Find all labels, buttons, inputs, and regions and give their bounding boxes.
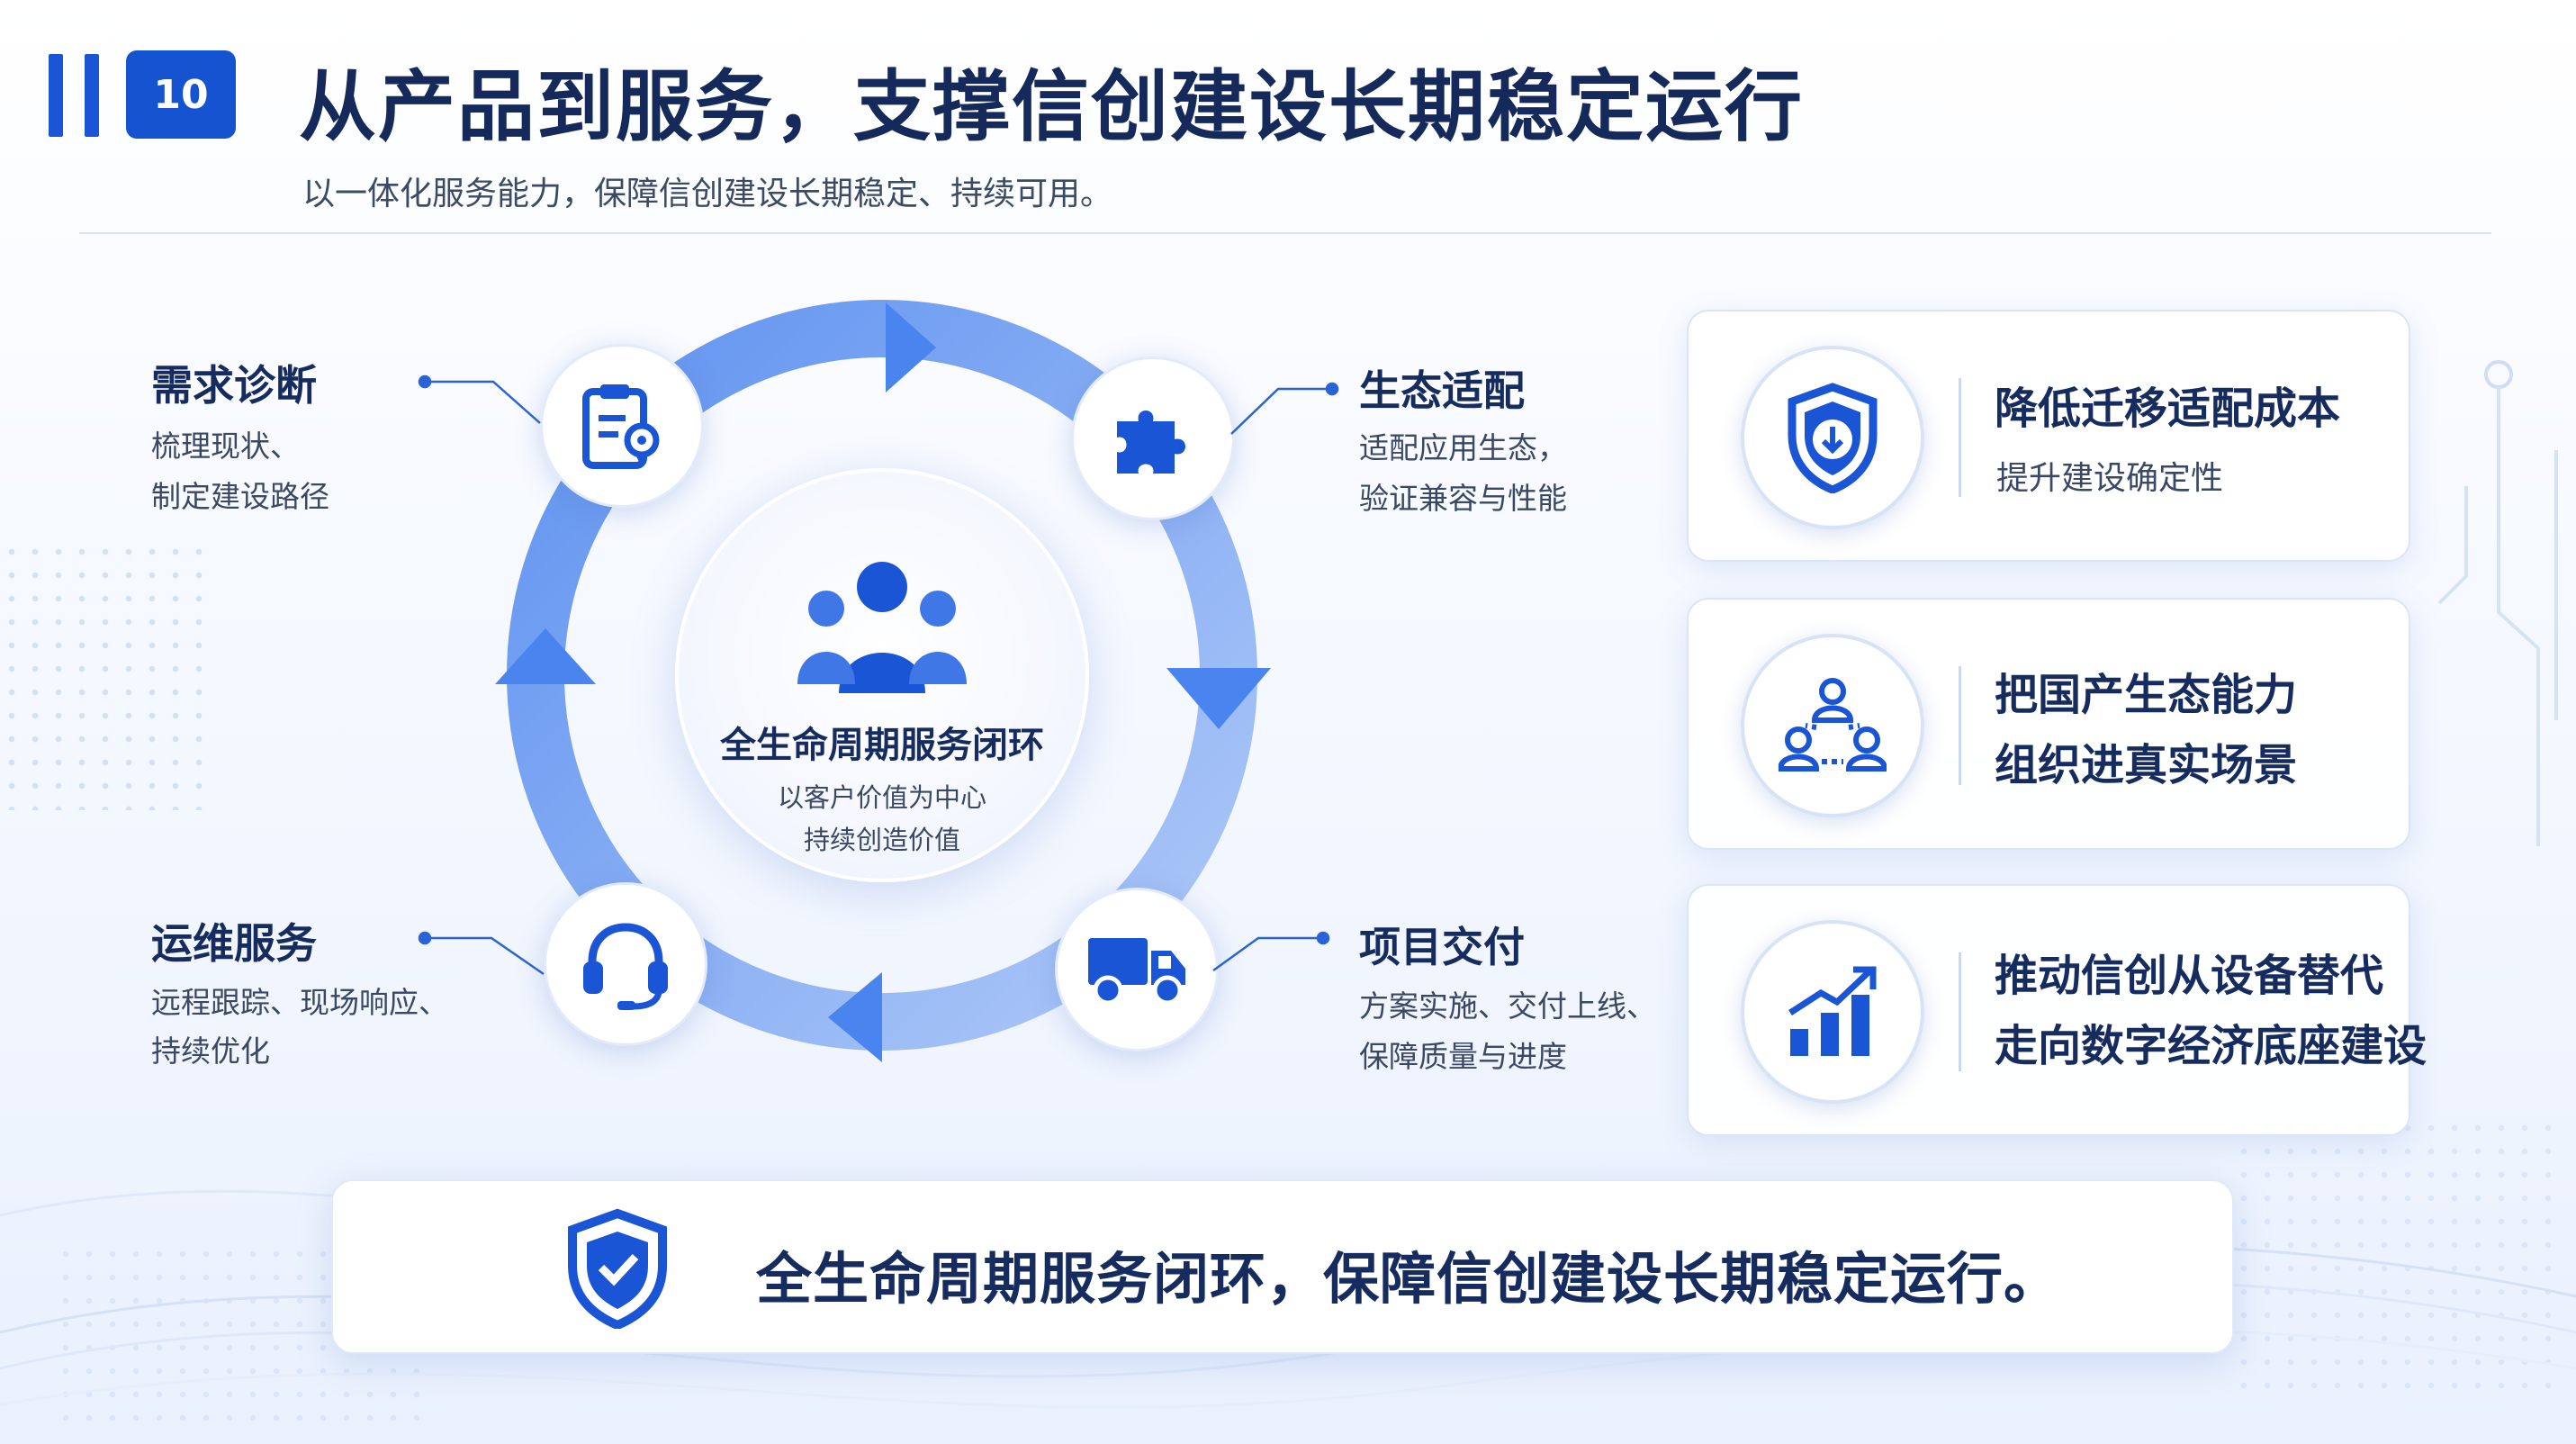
cycle-center-line-1: 以客户价值为中心 — [777, 782, 986, 813]
stage-node-requirements[interactable] — [540, 344, 704, 508]
cycle-arrow-top — [886, 302, 936, 393]
growth-chart-icon — [1788, 966, 1877, 1056]
stage-node-operations[interactable] — [544, 882, 707, 1046]
stage-desc-delivery-2: 保障质量与进度 — [1359, 1039, 1567, 1074]
truck-icon — [1088, 938, 1185, 1006]
stage-title-delivery: 项目交付 — [1359, 923, 1525, 971]
page-title: 从产品到服务，支撑信创建设长期稳定运行 — [299, 62, 1804, 152]
stage-desc-operations-1: 远程跟踪、现场响应、 — [151, 985, 448, 1020]
shield-check-icon — [568, 1208, 667, 1329]
summary-banner: 全生命周期服务闭环，保障信创建设长期稳定运行。 — [331, 1179, 2234, 1354]
cycle-ring — [495, 300, 1271, 1062]
stage-desc-requirements-1: 梳理现状、 — [151, 429, 300, 464]
stage-desc-requirements-2: 制定建设路径 — [151, 479, 329, 514]
benefit-icon-wrap — [1741, 920, 1924, 1104]
benefit-card-digital-economy: 推动信创从设备替代 走向数字经济底座建设 — [1687, 884, 2427, 1136]
header-accent-bar — [49, 54, 63, 137]
decor-dot-grid-left — [0, 540, 216, 810]
stage-connectors — [418, 375, 1339, 976]
stage-desc-ecosystem-1: 适配应用生态， — [1359, 430, 1567, 465]
page-subtitle: 以一体化服务能力，保障信创建设长期稳定、持续可用。 — [302, 176, 1113, 212]
clipboard-icon — [582, 384, 660, 469]
network-people-icon — [1779, 678, 1887, 772]
stage-title-requirements: 需求诊断 — [151, 361, 317, 410]
header-accent-bar — [85, 54, 99, 137]
cycle-center-line-2: 持续创造价值 — [803, 825, 960, 855]
benefit-title-cost: 降低迁移适配成本 — [1995, 384, 2341, 434]
benefit-card-cost: 降低迁移适配成本 提升建设确定性 — [1687, 310, 2410, 562]
decor-circuit-lines — [2437, 360, 2558, 846]
people-group-icon — [797, 562, 967, 693]
benefit-title-ecosystem-2: 组织进真实场景 — [1995, 740, 2298, 790]
puzzle-icon — [1117, 411, 1185, 474]
stage-title-ecosystem: 生态适配 — [1359, 366, 1525, 415]
cycle-arrow-bottom — [828, 972, 882, 1062]
stage-desc-delivery-1: 方案实施、交付上线、 — [1359, 988, 1656, 1024]
benefit-title-ecosystem-1: 把国产生态能力 — [1995, 670, 2298, 720]
benefit-title-digital-1: 推动信创从设备替代 — [1995, 951, 2384, 1001]
page-number: 10 — [153, 71, 209, 118]
summary-banner-text: 全生命周期服务闭环，保障信创建设长期稳定运行。 — [756, 1246, 2061, 1312]
stage-title-operations: 运维服务 — [151, 919, 317, 968]
stage-desc-operations-2: 持续优化 — [151, 1033, 270, 1069]
benefit-icon-wrap — [1741, 346, 1924, 529]
cycle-arrow-right — [1166, 668, 1271, 729]
benefit-desc-cost: 提升建设确定性 — [1996, 460, 2224, 497]
benefit-card-ecosystem: 把国产生态能力 组织进真实场景 — [1687, 598, 2410, 850]
cycle-arrow-left — [495, 628, 596, 684]
page-number-badge: 10 — [126, 50, 236, 139]
benefit-icon-wrap — [1741, 634, 1924, 817]
headset-icon — [583, 923, 668, 1010]
header-divider — [79, 232, 2491, 234]
card-divider — [1959, 666, 1961, 785]
stage-node-ecosystem[interactable] — [1071, 356, 1235, 520]
cycle-center-title: 全生命周期服务闭环 — [720, 725, 1044, 766]
card-divider — [1959, 378, 1961, 497]
stage-node-delivery[interactable] — [1055, 888, 1219, 1051]
shield-download-icon — [1788, 383, 1878, 493]
stage-desc-ecosystem-2: 验证兼容与性能 — [1359, 481, 1567, 516]
card-divider — [1959, 952, 1961, 1071]
benefit-title-digital-2: 走向数字经济底座建设 — [1995, 1021, 2427, 1071]
